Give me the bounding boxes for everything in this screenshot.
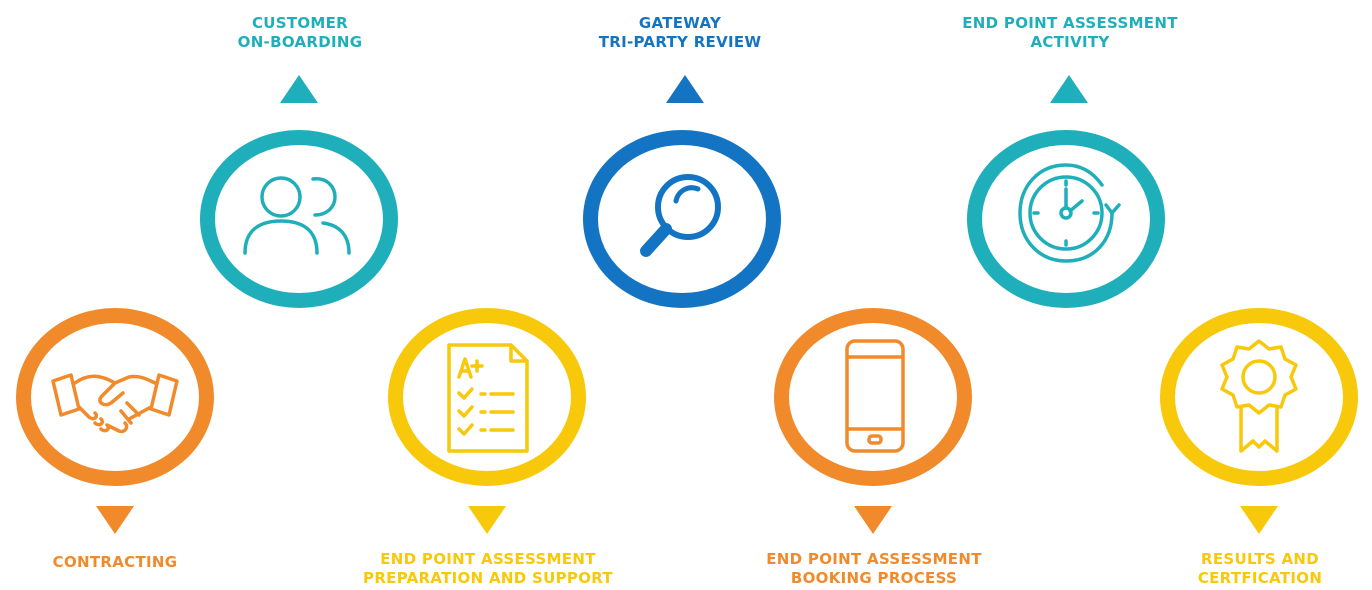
preparation-pointer [468,506,506,534]
activity-pointer [1050,75,1088,103]
preparation-circle [388,308,586,486]
contracting-pointer [96,506,134,534]
booking-pointer [854,506,892,534]
activity-circle [967,130,1165,308]
onboarding-pointer [280,75,318,103]
users-icon [243,176,351,255]
award-rosette-icon [1220,339,1298,453]
contracting-label: CONTRACTING [52,553,178,571]
results-circle [1160,308,1358,486]
results-label: RESULTS AND CERTFICATION [1197,550,1323,587]
activity-label: END POINT ASSESSMENT ACTIVITY [962,14,1178,51]
onboarding-circle [200,130,398,308]
onboarding-label: CUSTOMER ON-BOARDING [237,14,363,51]
handshake-icon [51,373,179,434]
smartphone-icon [845,339,905,453]
contracting-circle [16,308,214,486]
booking-circle [774,308,972,486]
clock-icon [1018,163,1121,263]
preparation-label: END POINT ASSESSMENT PREPARATION AND SUP… [363,550,613,587]
results-pointer [1240,506,1278,534]
gateway-circle [583,130,781,308]
gateway-pointer [666,75,704,103]
magnifier-icon [640,174,721,257]
booking-label: END POINT ASSESSMENT BOOKING PROCESS [766,550,982,587]
gateway-label: GATEWAY TRI-PARTY REVIEW [598,14,762,51]
graded-checklist-icon [447,343,529,453]
